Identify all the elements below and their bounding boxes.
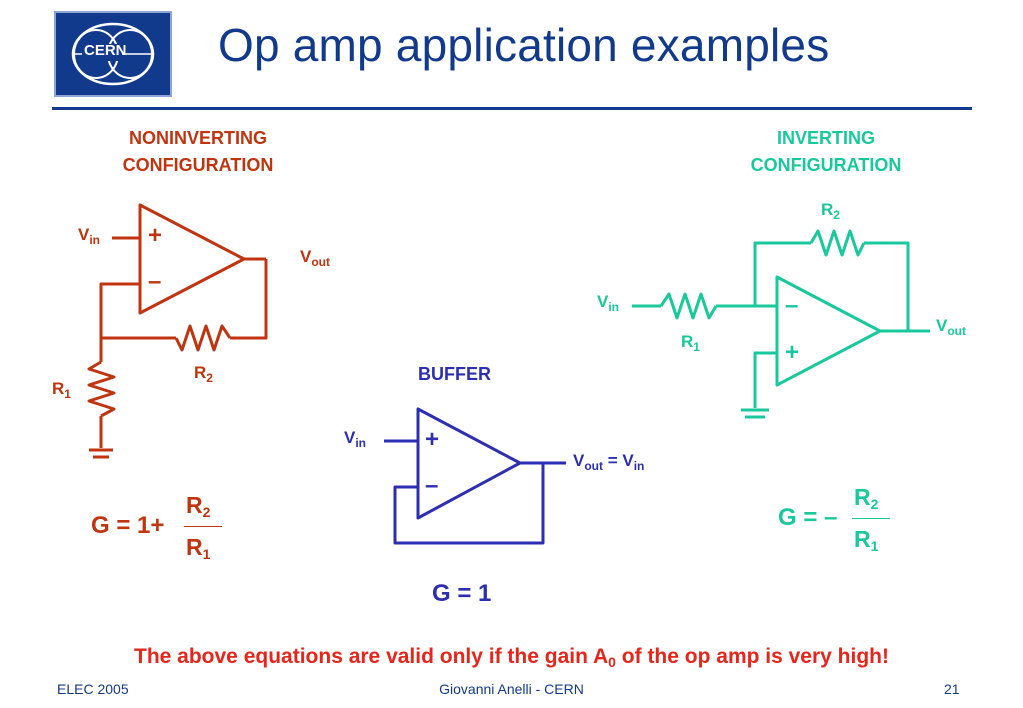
inverting-header: INVERTING CONFIGURATION bbox=[724, 125, 928, 179]
inverting-r1-label: R1 bbox=[681, 332, 700, 354]
inverting-plus-wire bbox=[753, 351, 777, 408]
inverting-header-line2: CONFIGURATION bbox=[750, 155, 902, 175]
validity-note: The above equations are valid only if th… bbox=[134, 645, 889, 670]
footer-author: Giovanni Anelli - CERN bbox=[439, 681, 584, 697]
noninverting-circuit bbox=[87, 203, 268, 459]
buffer-circuit bbox=[384, 407, 566, 545]
noninverting-gain-formula: G = 1+ bbox=[91, 512, 165, 539]
noninverting-vout-label: Vout bbox=[300, 247, 330, 269]
noninverting-r2-resistor bbox=[174, 324, 232, 352]
inverting-vin-label: Vin bbox=[597, 292, 620, 314]
inverting-formula-numerator: R2 bbox=[854, 484, 879, 512]
noninverting-r1-label: R1 bbox=[52, 379, 71, 401]
page-title: Op amp application examples bbox=[218, 19, 830, 71]
buffer-opamp-triangle bbox=[416, 407, 522, 520]
inverting-circuit bbox=[632, 229, 930, 419]
buffer-vout-label: Vout = Vin bbox=[573, 451, 645, 473]
buffer-plus-sign: + bbox=[425, 426, 440, 453]
noninverting-fraction-bar bbox=[184, 526, 222, 527]
cern-logo: CERN bbox=[54, 11, 172, 97]
inverting-r2-resistor bbox=[809, 229, 866, 257]
buffer-vin-label: Vin bbox=[344, 428, 367, 450]
footer-page-number: 21 bbox=[944, 681, 960, 697]
inverting-r1-resistor bbox=[659, 292, 718, 320]
noninverting-feedback-wire bbox=[230, 259, 268, 340]
noninverting-header-line1: NONINVERTING bbox=[128, 128, 267, 148]
noninverting-plus-sign: + bbox=[148, 222, 163, 249]
inverting-formula-denominator: R1 bbox=[854, 526, 879, 554]
noninverting-r1-resistor bbox=[87, 360, 116, 418]
title-divider bbox=[52, 107, 972, 110]
noninverting-header: NONINVERTING CONFIGURATION bbox=[96, 125, 300, 179]
noninverting-minus-wire bbox=[99, 282, 140, 362]
inverting-r2-label: R2 bbox=[821, 200, 840, 222]
inverting-vout-label: Vout bbox=[936, 316, 966, 338]
noninverting-formula-numerator: R2 bbox=[186, 492, 211, 520]
inverting-gain-formula: G = – bbox=[778, 504, 838, 531]
noninverting-minus-sign: – bbox=[148, 268, 162, 295]
inverting-opamp-triangle bbox=[775, 275, 882, 387]
noninverting-header-line2: CONFIGURATION bbox=[122, 155, 274, 175]
buffer-header: BUFFER bbox=[418, 364, 491, 384]
inverting-minus-sign: – bbox=[785, 292, 799, 319]
noninverting-vin-label: Vin bbox=[78, 225, 101, 247]
buffer-gain-formula: G = 1 bbox=[432, 580, 492, 607]
noninverting-r2-label: R2 bbox=[194, 363, 213, 385]
inverting-plus-sign: + bbox=[785, 339, 800, 366]
buffer-feedback-wire bbox=[393, 463, 545, 545]
inverting-feedback-wire bbox=[753, 241, 811, 306]
cern-logo-icon bbox=[71, 22, 155, 86]
noninverting-opamp-triangle bbox=[138, 203, 246, 315]
cern-logo-text: CERN bbox=[84, 42, 127, 59]
noninverting-formula-denominator: R1 bbox=[186, 534, 211, 562]
inverting-fraction-bar bbox=[852, 518, 890, 519]
buffer-minus-sign: – bbox=[425, 472, 439, 499]
inverting-header-line1: INVERTING bbox=[776, 128, 875, 148]
footer-course: ELEC 2005 bbox=[57, 681, 129, 697]
